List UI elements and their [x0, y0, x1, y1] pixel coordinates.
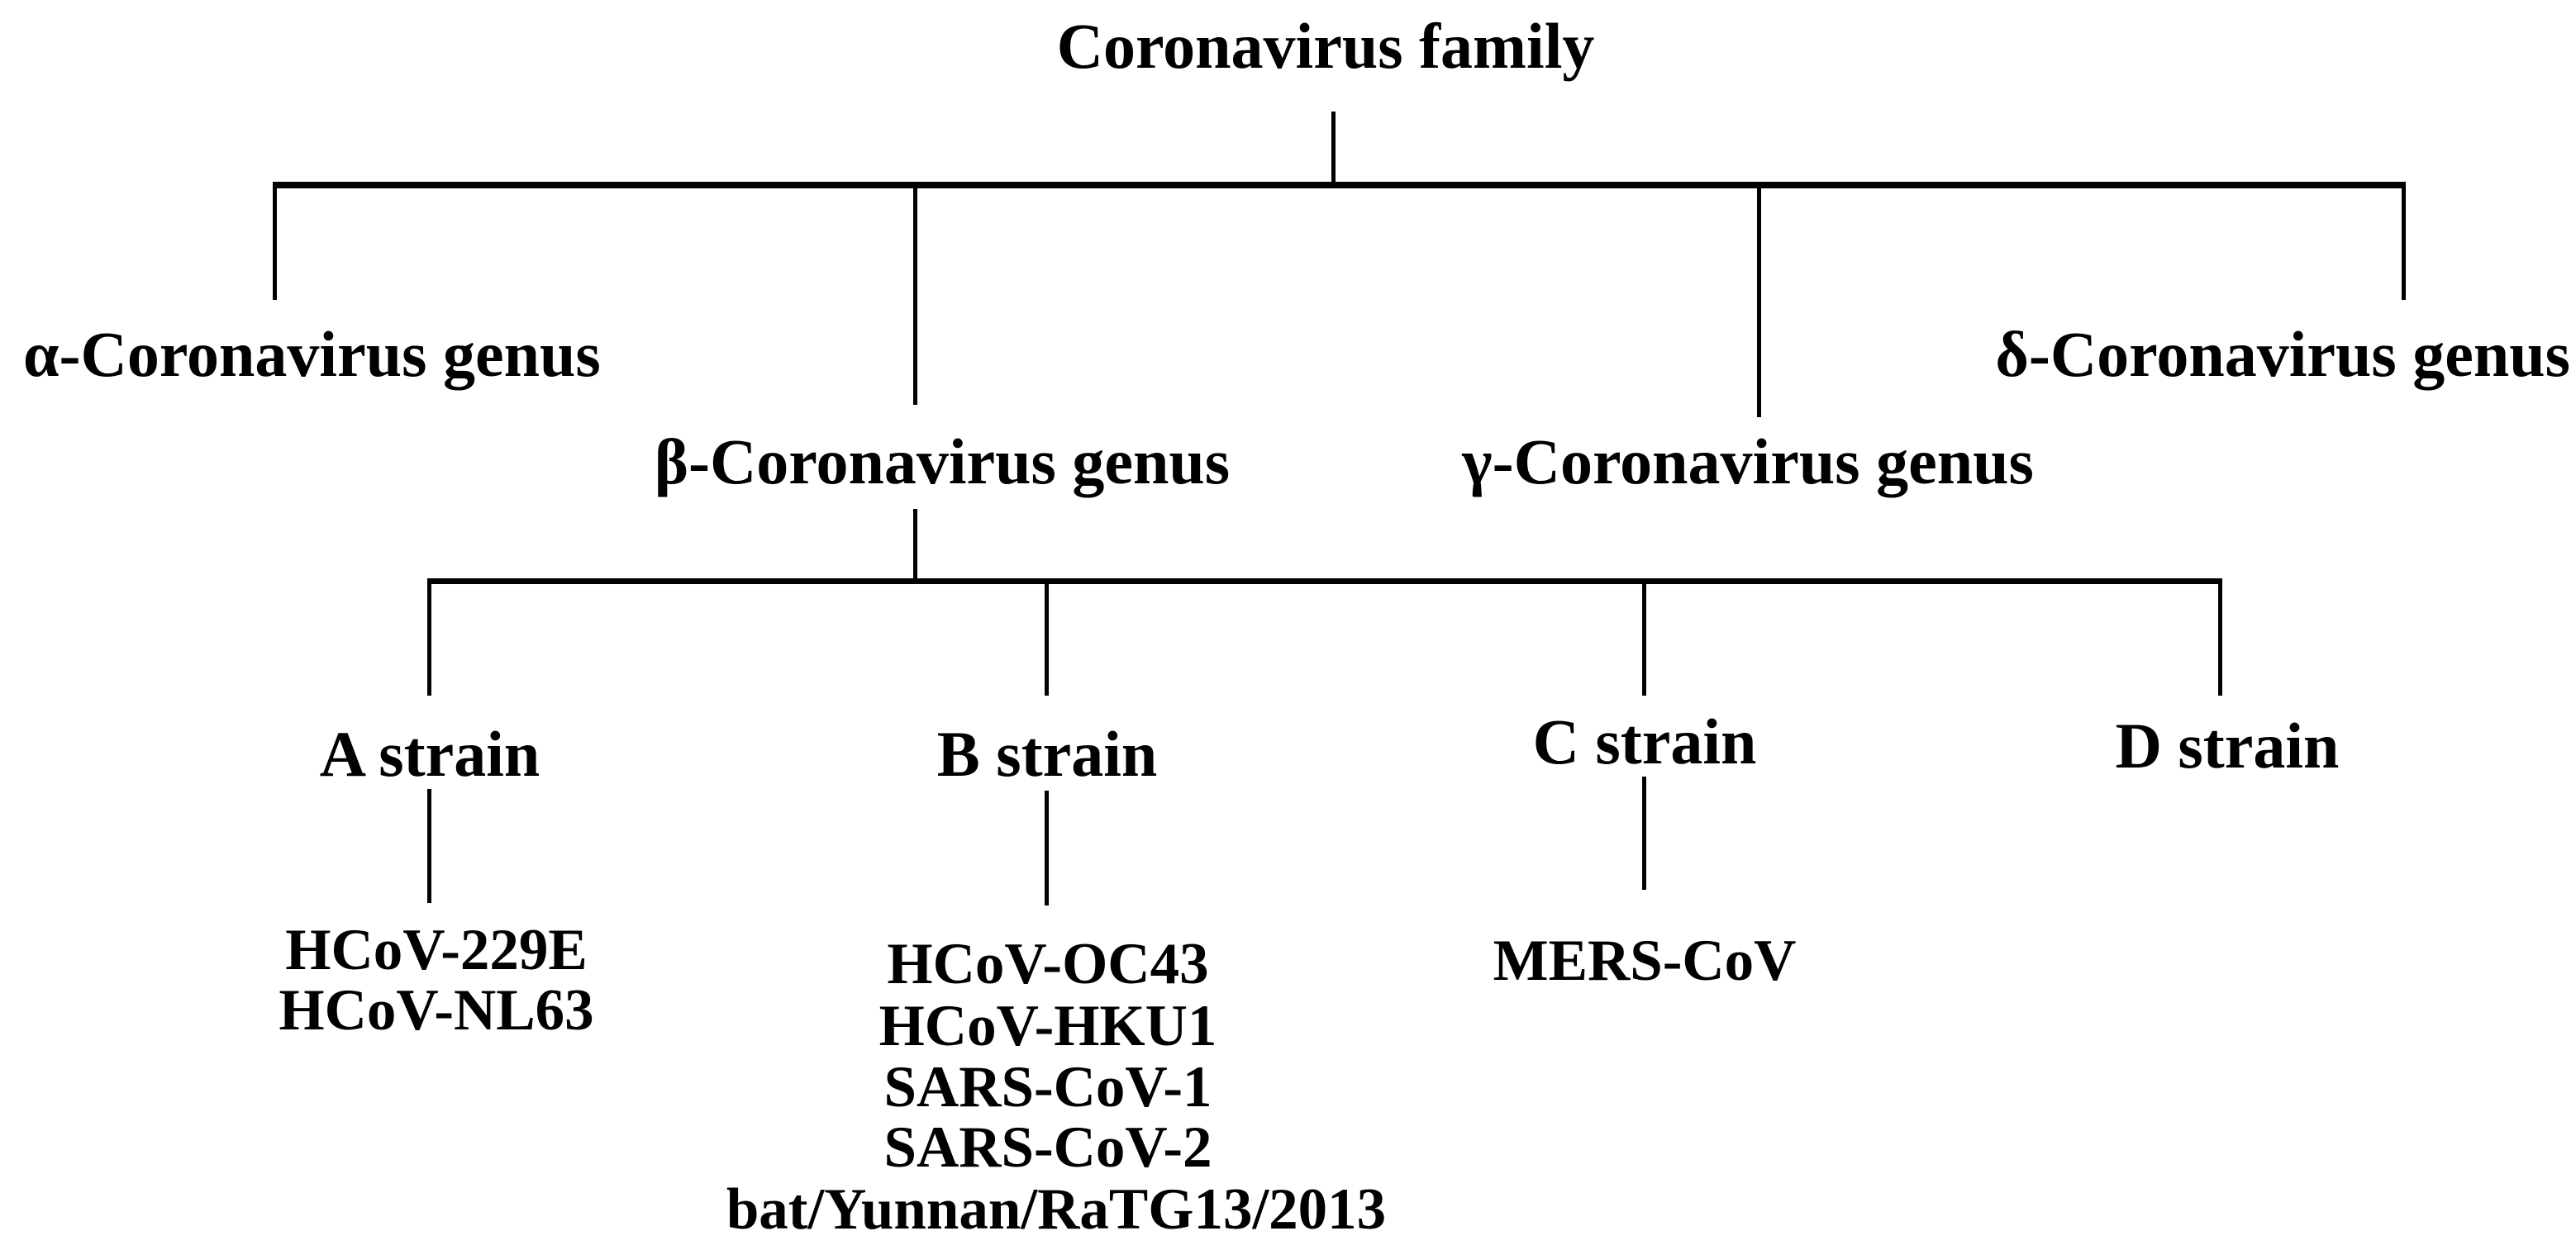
node-beta-coronavirus-genus: β-Coronavirus genus: [654, 425, 1231, 497]
node-delta-coronavirus-genus: δ-Coronavirus genus: [1995, 318, 2570, 390]
connector-b-strain-to-leaves: [1045, 791, 1049, 905]
node-hcov-oc43: HCoV-OC43: [887, 932, 1209, 996]
node-sars-cov-1: SARS-CoV-1: [883, 1055, 1212, 1119]
connector-alpha-stem: [273, 182, 277, 300]
connector-root-stem: [1331, 112, 1336, 185]
node-c-strain: C strain: [1532, 706, 1757, 777]
connector-beta-stem: [913, 182, 917, 405]
connector-gamma-stem: [1757, 182, 1761, 417]
node-mers-cov: MERS-CoV: [1493, 929, 1797, 993]
node-hcov-nl63: HCoV-NL63: [279, 978, 594, 1043]
connector-c-strain-to-leaves: [1642, 777, 1646, 890]
node-bat-yunnan-ratg13-2013: bat/Yunnan/RaTG13/2013: [726, 1177, 1387, 1242]
connector-d-strain-stem: [2218, 578, 2222, 696]
node-hcov-hku1: HCoV-HKU1: [879, 994, 1217, 1058]
connector-a-strain-to-leaves: [427, 789, 431, 903]
connector-beta-to-strains-stem: [913, 509, 917, 582]
node-alpha-coronavirus-genus: α-Coronavirus genus: [23, 318, 601, 390]
connector-b-strain-stem: [1045, 578, 1049, 696]
node-a-strain: A strain: [319, 718, 540, 790]
node-sars-cov-2: SARS-CoV-2: [883, 1115, 1212, 1180]
connector-c-strain-stem: [1642, 578, 1646, 696]
connector-a-strain-stem: [427, 578, 431, 696]
node-gamma-coronavirus-genus: γ-Coronavirus genus: [1462, 425, 2034, 497]
connector-delta-stem: [2402, 182, 2406, 300]
node-hcov-229e: HCoV-229E: [285, 918, 588, 982]
node-coronavirus-family: Coronavirus family: [1056, 10, 1595, 82]
node-d-strain: D strain: [2115, 710, 2340, 782]
connector-bar-genera: [273, 182, 2406, 188]
node-b-strain: B strain: [936, 718, 1158, 790]
connector-bar-strains: [427, 578, 2222, 584]
